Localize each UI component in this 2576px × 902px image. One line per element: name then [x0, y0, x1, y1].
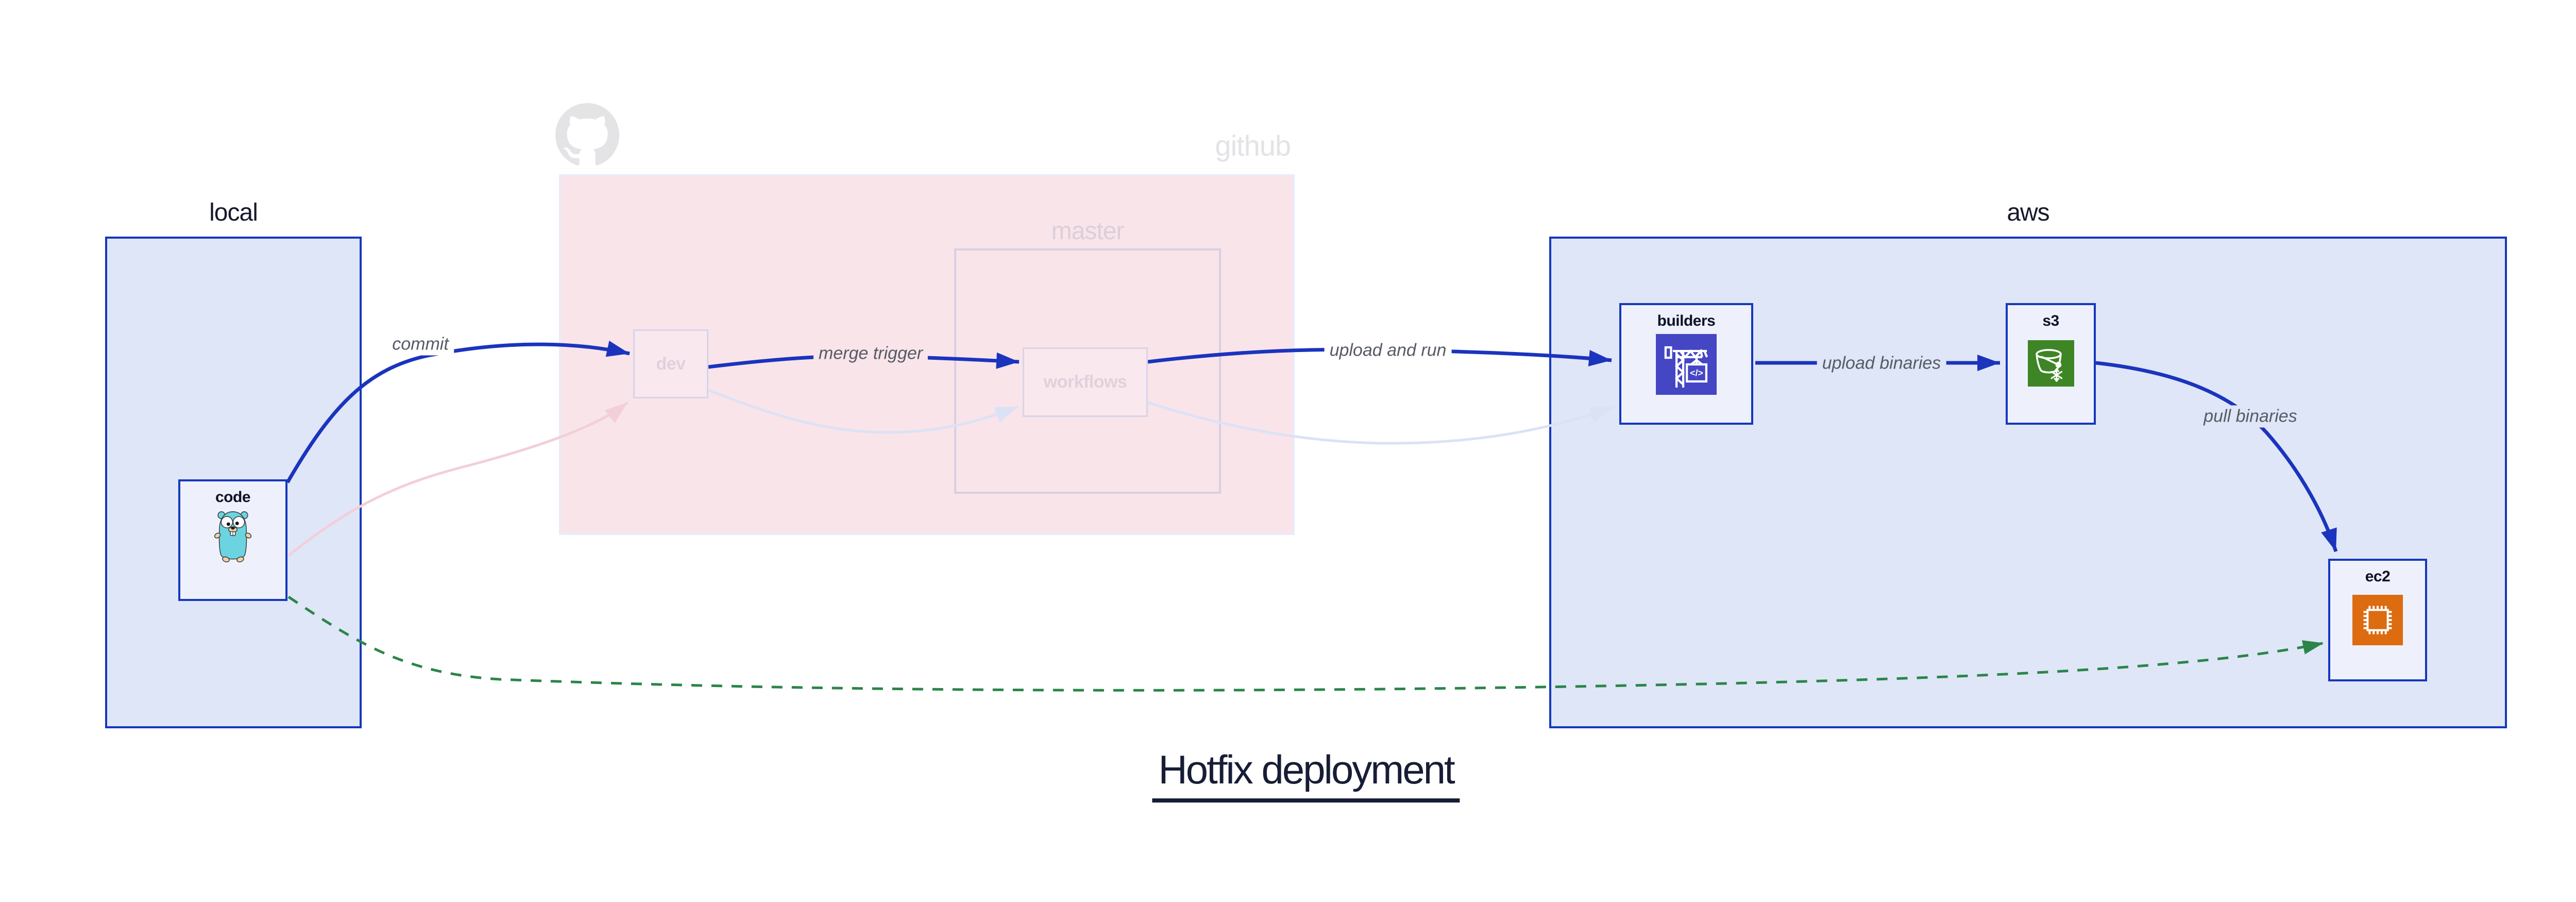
- cluster-aws-label: aws: [2007, 199, 2049, 226]
- edge-label-upload-and-run: upload and run: [1324, 339, 1452, 362]
- edge-ghost-workflows-builders: [1147, 401, 1613, 445]
- diagram-title: Hotfix deployment: [1152, 746, 1460, 803]
- node-s3-label: s3: [2042, 312, 2059, 329]
- codebuild-crane-icon: </>: [1656, 334, 1717, 395]
- edge-ghost-dev-workflows: [708, 389, 1019, 434]
- octocat-icon: [555, 103, 619, 165]
- s3-glacier-bucket-icon: [2027, 340, 2074, 387]
- edge-pull-binaries: [2095, 361, 2338, 553]
- cluster-github-label: github: [1215, 129, 1291, 162]
- node-code: code: [178, 479, 287, 601]
- cluster-master: [954, 248, 1221, 494]
- node-dev: dev: [633, 329, 708, 398]
- go-gopher-icon: [214, 511, 252, 562]
- node-builders: builders </>: [1619, 303, 1753, 425]
- edge-label-commit: commit: [387, 333, 454, 356]
- cluster-master-label: master: [1051, 218, 1125, 245]
- node-ec2: ec2: [2328, 559, 2427, 681]
- node-ec2-label: ec2: [2365, 568, 2391, 585]
- edge-ghost-code-dev: [287, 402, 629, 557]
- node-code-label: code: [215, 489, 251, 506]
- edge-commit: [285, 341, 630, 483]
- edge-label-pull-binaries: pull binaries: [2198, 405, 2302, 428]
- ec2-chip-icon: [2352, 595, 2403, 645]
- node-dev-label: dev: [656, 354, 686, 374]
- node-workflows: workflows: [1023, 347, 1148, 417]
- edge-label-merge-trigger: merge trigger: [813, 342, 928, 365]
- node-s3: s3: [2006, 303, 2096, 425]
- edge-hotfix-dashed: [287, 595, 2324, 692]
- svg-text:</>: </>: [1690, 368, 1703, 378]
- cluster-local-label: local: [209, 199, 258, 226]
- node-workflows-label: workflows: [1043, 372, 1127, 392]
- node-builders-label: builders: [1657, 312, 1716, 329]
- edge-label-upload-binaries: upload binaries: [1817, 352, 1946, 375]
